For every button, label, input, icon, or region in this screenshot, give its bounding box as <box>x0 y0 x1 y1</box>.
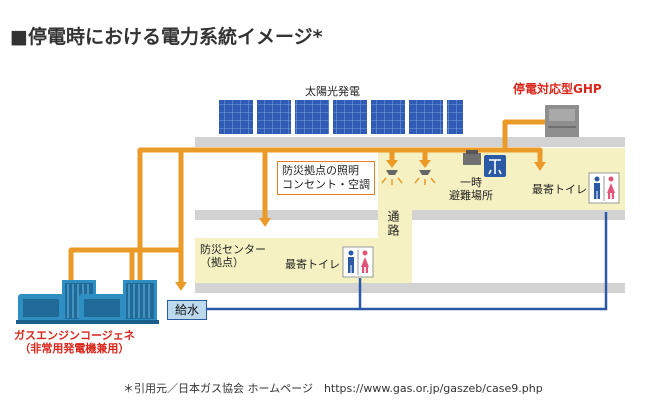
ghp-unit-icon <box>545 105 579 137</box>
roof-slab <box>195 137 625 147</box>
lighting-label-line1: 防災拠点の照明 <box>282 164 359 177</box>
source-citation: ＊引用元／日本ガス協会 ホームページ https://www.gas.or.jp… <box>123 382 543 395</box>
solar-label: 太陽光発電 <box>305 85 360 98</box>
lighting-label-line2: コンセント・空調 <box>282 178 370 191</box>
toilet-upper-label: 最寄トイレ <box>532 183 587 196</box>
indoor-unit-icon <box>463 150 481 165</box>
ceiling-light-icon <box>419 170 431 175</box>
page-title: ■停電時における電力系統イメージ* <box>10 26 323 48</box>
disaster-center-line1: 防災センター <box>200 243 266 256</box>
shower-icon <box>484 155 506 177</box>
shelter-label: 一時 避難場所 <box>449 176 493 202</box>
cogeneration-label-line2: （非常用発電機兼用） <box>19 342 130 355</box>
ceiling-lights <box>381 170 436 185</box>
lower-floor-slab <box>195 283 625 293</box>
cogeneration-label: ガスエンジンコージェネ （非常用発電機兼用） <box>14 329 135 355</box>
water-lines <box>205 212 608 311</box>
power-lines <box>68 119 545 287</box>
shelter-label-line1: 一時 <box>460 176 482 189</box>
disaster-center-line2: （拠点） <box>200 256 244 269</box>
ceiling-light-icon <box>386 170 398 175</box>
toilet-icon <box>342 246 374 278</box>
lighting-callout: 防災拠点の照明 コンセント・空調 <box>277 161 375 195</box>
disaster-center-label: 防災センター （拠点） <box>200 243 266 269</box>
solar-panels <box>219 100 463 134</box>
power-arrowheads <box>175 160 546 291</box>
cogeneration-label-line1: ガスエンジンコージェネ <box>14 329 135 342</box>
ghp-label: 停電対応型GHP <box>513 82 602 96</box>
cogeneration-unit-right <box>77 280 159 324</box>
toilet-icon <box>588 172 620 204</box>
toilet-lower-label: 最寄トイレ <box>285 258 340 271</box>
water-supply-box: 給水 <box>167 300 207 320</box>
shelter-label-line2: 避難場所 <box>449 189 493 202</box>
corridor-label: 通路 <box>386 210 400 238</box>
